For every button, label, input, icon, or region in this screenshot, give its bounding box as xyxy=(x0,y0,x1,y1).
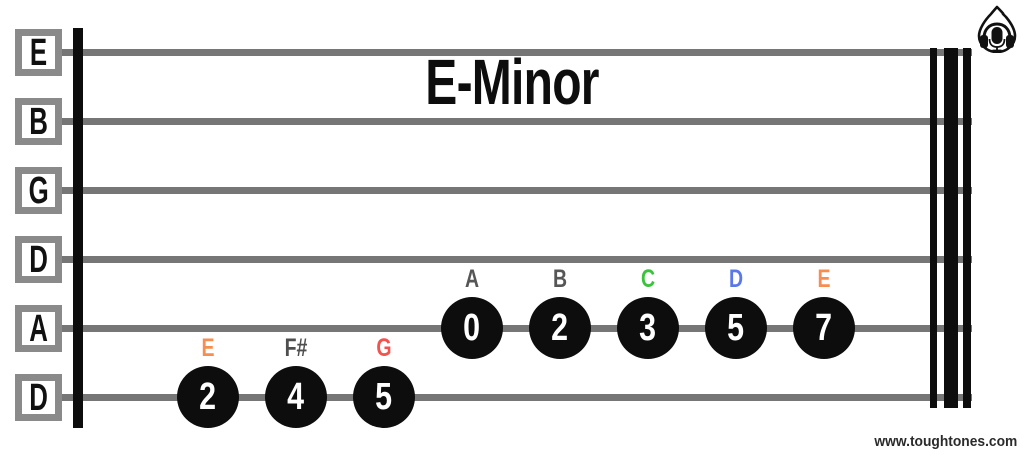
string-label: E xyxy=(30,31,47,74)
note-fret-circle: 2 xyxy=(529,297,591,359)
note-fret-circle: 5 xyxy=(353,366,415,428)
note-fret-number: 2 xyxy=(199,376,217,418)
string-label-box-4: D xyxy=(15,236,62,283)
note-name-label: D xyxy=(728,265,744,293)
page-title: E-Minor xyxy=(425,46,599,118)
string-label-box-5: A xyxy=(15,305,62,352)
note-name-label: A xyxy=(464,265,480,293)
note-name-label: E xyxy=(817,265,831,293)
string-label-box-3: G xyxy=(15,167,62,214)
string-label: D xyxy=(29,376,48,419)
note-fret-circle: 4 xyxy=(265,366,327,428)
note-name-label: E xyxy=(201,334,215,362)
note-fret-circle: 7 xyxy=(793,297,855,359)
note-fret-circle: 0 xyxy=(441,297,503,359)
note-name-label: G xyxy=(376,334,392,362)
end-barline-thin-left xyxy=(930,48,937,408)
string-label: D xyxy=(29,238,48,281)
note-fret-number: 5 xyxy=(375,376,393,418)
note-fret-number: 7 xyxy=(815,307,833,349)
string-label: G xyxy=(28,169,49,212)
watermark: www.toughtones.com xyxy=(874,433,1017,450)
string-label: A xyxy=(29,307,48,350)
string-line-2 xyxy=(62,118,972,125)
string-line-1 xyxy=(62,49,972,56)
string-line-6 xyxy=(62,394,972,401)
nut-barline xyxy=(73,28,83,428)
note-fret-circle: 3 xyxy=(617,297,679,359)
string-label-box-1: E xyxy=(15,29,62,76)
string-line-5 xyxy=(62,325,972,332)
string-label-box-2: B xyxy=(15,98,62,145)
note-fret-circle: 2 xyxy=(177,366,239,428)
string-label: B xyxy=(29,100,48,143)
note-name-label: B xyxy=(552,265,568,293)
end-barline-thin-right xyxy=(963,48,971,408)
note-fret-number: 5 xyxy=(727,307,745,349)
note-fret-number: 4 xyxy=(287,376,305,418)
note-fret-number: 2 xyxy=(551,307,569,349)
string-line-3 xyxy=(62,187,972,194)
note-name-label: F# xyxy=(284,334,308,362)
note-fret-number: 3 xyxy=(639,307,657,349)
note-name-label: C xyxy=(640,265,656,293)
string-line-4 xyxy=(62,256,972,263)
note-fret-number: 0 xyxy=(463,307,481,349)
end-barline-thick xyxy=(944,48,958,408)
note-fret-circle: 5 xyxy=(705,297,767,359)
headphones-mic-flame-logo-icon xyxy=(977,5,1017,53)
string-label-box-6: D xyxy=(15,374,62,421)
